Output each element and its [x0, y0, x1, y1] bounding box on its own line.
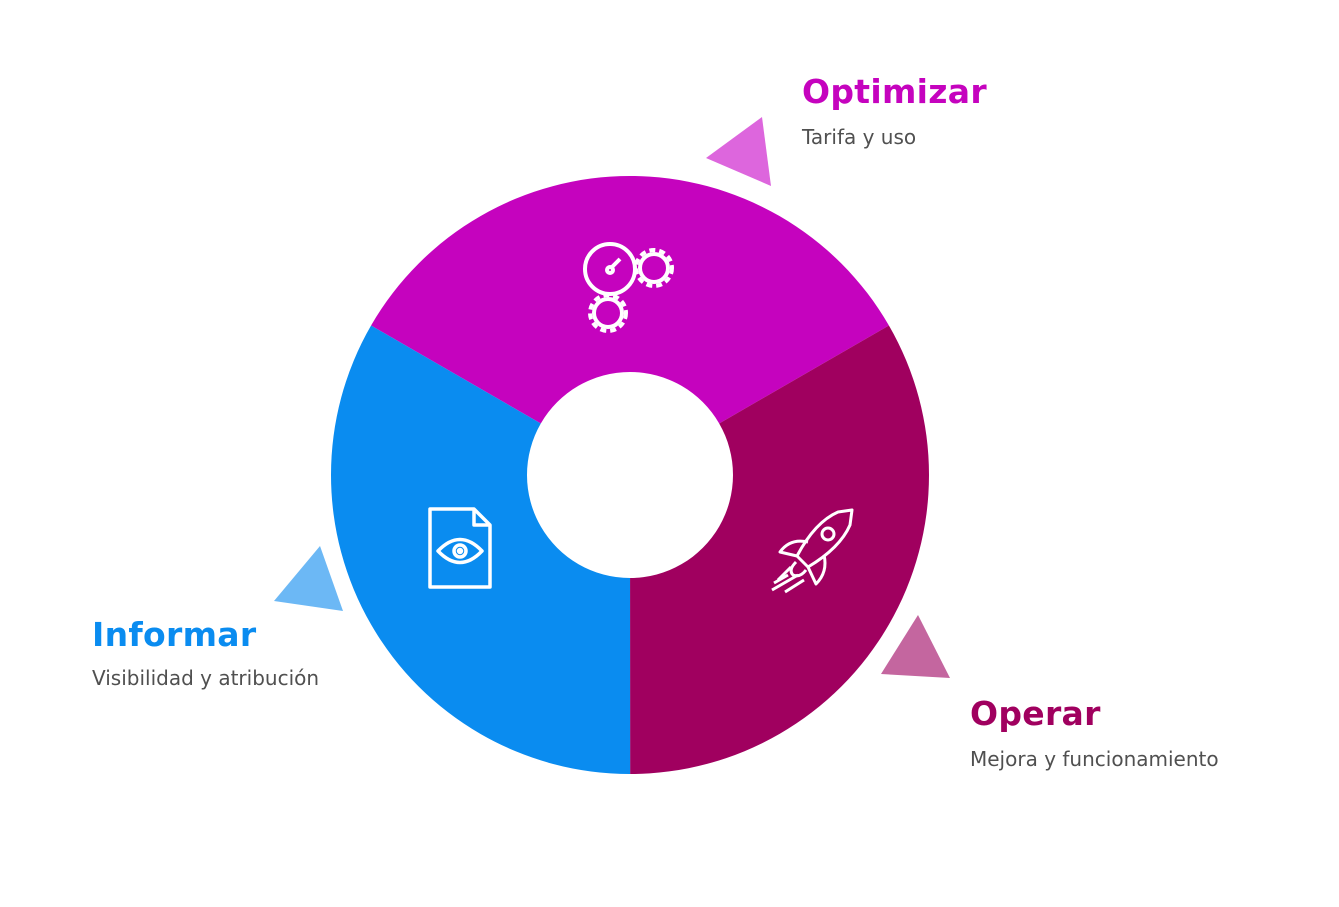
arrow-optimizar [706, 117, 771, 186]
label-optimizar: Optimizar Tarifa y uso [802, 72, 987, 149]
segment-title: Informar [92, 615, 257, 654]
segment-title: Operar [970, 694, 1101, 733]
segment-title: Optimizar [802, 72, 987, 111]
segment-subtitle: Mejora y funcionamiento [970, 747, 1219, 771]
segment-subtitle: Tarifa y uso [802, 125, 917, 149]
arrow-informar [274, 546, 343, 611]
segment-operar [630, 325, 929, 774]
gauge-gears-icon [583, 242, 674, 333]
label-informar: Informar Visibilidad y atribución [92, 615, 319, 690]
label-operar: Operar Mejora y funcionamiento [970, 694, 1219, 771]
segment-subtitle: Visibilidad y atribución [92, 666, 320, 690]
rocket-icon [771, 508, 854, 594]
arrow-operar [881, 615, 950, 678]
document-eye-icon [428, 507, 492, 589]
segment-optimizar [371, 176, 889, 424]
